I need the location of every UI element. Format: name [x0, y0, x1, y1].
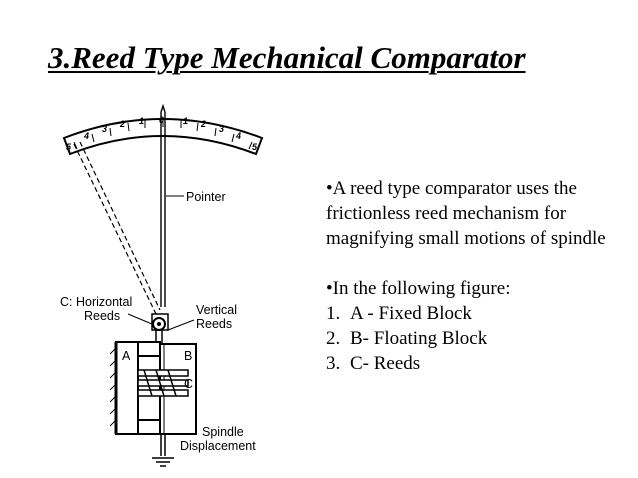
- list-item: 3. C- Reeds: [326, 351, 626, 376]
- horizontal-reeds-label: C: Horizontal: [60, 295, 132, 309]
- horizontal-reeds-label: Reeds: [84, 309, 120, 323]
- description-text: •A reed type comparator uses the frictio…: [326, 176, 626, 376]
- scale-number: 3: [102, 124, 107, 134]
- fixed-block-a: [109, 341, 161, 435]
- vertical-reeds-label: Vertical: [196, 303, 237, 317]
- block-b-label: B: [184, 349, 192, 363]
- scale-number: 2: [200, 119, 206, 129]
- scale-ticks: [73, 119, 253, 150]
- list-number: 2.: [326, 328, 341, 349]
- vertical-reeds-label: Reeds: [196, 317, 232, 331]
- floating-block-b: [159, 343, 197, 435]
- slide-title: 3.Reed Type Mechanical Comparator: [48, 40, 526, 75]
- bullet-description: •A reed type comparator uses the frictio…: [326, 178, 606, 249]
- scale-number: 3: [219, 124, 224, 134]
- scale-number: 5: [252, 142, 258, 152]
- list-text: B- Floating Block: [350, 328, 488, 349]
- pointer-label: Pointer: [186, 190, 226, 204]
- scale-number: 5: [66, 142, 72, 152]
- scale-number: 1: [139, 116, 144, 126]
- component-list: 1. A - Fixed Block 2. B- Floating Block …: [326, 301, 626, 376]
- list-number: 3.: [326, 353, 341, 374]
- comparator-diagram: 5 4 3 2 1 0 1 2 3 4 5 Pointer: [44, 92, 294, 472]
- spindle-label: Displacement: [180, 439, 256, 453]
- scale-number: 1: [183, 116, 188, 126]
- list-text: C- Reeds: [350, 353, 421, 374]
- pointer-deflected: [73, 141, 161, 315]
- horizontal-reeds-c: [137, 369, 189, 397]
- list-item: 2. B- Floating Block: [326, 326, 626, 351]
- block-c-label: C: [184, 377, 193, 391]
- spindle-label: Spindle: [202, 425, 244, 439]
- spindle: [152, 434, 174, 467]
- scale-number: 4: [83, 131, 89, 141]
- scale-arc: [62, 118, 264, 156]
- list-item: 1. A - Fixed Block: [326, 301, 626, 326]
- scale-number: 2: [119, 119, 125, 129]
- block-a-label: A: [122, 349, 131, 363]
- bullet-figure-intro: •In the following figure:: [326, 278, 511, 299]
- pointer: [160, 103, 166, 307]
- list-text: A - Fixed Block: [350, 303, 472, 324]
- scale-number: 4: [235, 131, 241, 141]
- list-number: 1.: [326, 303, 341, 324]
